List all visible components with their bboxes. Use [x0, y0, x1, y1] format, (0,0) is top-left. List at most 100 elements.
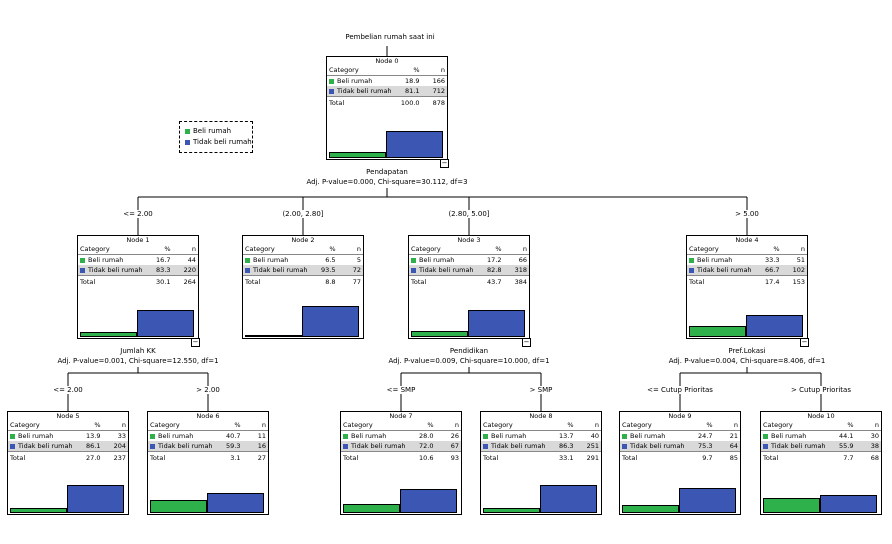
node-table: Category % n Beli rumah 28.0 26 Tidak be… [341, 421, 461, 463]
total-label: Total [409, 275, 474, 287]
node-table-header: Category % n [148, 421, 268, 431]
node-bar-chart [150, 480, 266, 513]
collapse-node-button[interactable]: − [191, 338, 200, 347]
row-pct: 83.3 [142, 265, 173, 276]
col-category: Category [78, 245, 143, 255]
bar-tidak [746, 315, 803, 337]
total-label: Total [687, 275, 752, 287]
node-name: Node 6 [196, 412, 220, 420]
row-label-cell: Tidak beli rumah [761, 441, 826, 452]
node-row-beli: Beli rumah 44.1 30 [761, 431, 881, 442]
tree-node-6[interactable]: Node 6 Category % n Beli rumah 40.7 11 T… [147, 411, 269, 515]
row-pct: 66.7 [751, 265, 782, 276]
node-row-tidak: Tidak beli rumah 93.5 72 [243, 265, 363, 276]
col-pct: % [751, 245, 782, 255]
row-pct: 86.1 [72, 441, 103, 452]
total-n: 878 [421, 96, 447, 108]
split-stats: Adj. P-value=0.000, Chi-square=30.112, d… [306, 178, 468, 186]
bar-beli [245, 334, 302, 337]
node-row-beli: Beli rumah 17.2 66 [409, 255, 529, 266]
tree-node-8[interactable]: Node 8 Category % n Beli rumah 13.7 40 T… [480, 411, 602, 515]
row-label: Beli rumah [697, 256, 733, 264]
legend-swatch-icon [185, 128, 190, 134]
row-label: Beli rumah [337, 77, 373, 85]
split-variable: Pendidikan [449, 347, 489, 355]
node-row-tidak: Tidak beli rumah 66.7 102 [687, 265, 807, 276]
tree-node-10[interactable]: Node 10 Category % n Beli rumah 44.1 30 … [760, 411, 882, 515]
node-row-tidak: Tidak beli rumah 75.3 64 [620, 441, 740, 452]
edge-condition: > Cutup Prioritas [771, 386, 871, 394]
node-row-total: Total 17.4 153 [687, 275, 807, 287]
node-row-total: Total 43.7 384 [409, 275, 529, 287]
square-icon [763, 443, 768, 449]
total-label: Total [8, 451, 73, 463]
square-icon [411, 267, 416, 273]
tree-node-2[interactable]: Node 2 Category % n Beli rumah 6.5 5 Tid… [242, 235, 364, 339]
row-pct: 13.7 [559, 432, 574, 440]
total-pct: 30.1 [142, 275, 173, 287]
node-name: Node 2 [291, 236, 315, 244]
row-n: 38 [855, 441, 881, 452]
square-icon [80, 257, 85, 263]
tree-node-0[interactable]: Node 0 Category % n Beli rumah 18.9 166 … [326, 56, 448, 160]
col-category: Category [327, 66, 392, 76]
split-variable: Pendapatan [366, 168, 408, 176]
collapse-node-button[interactable]: − [800, 338, 809, 347]
row-label-cell: Tidak beli rumah [8, 441, 73, 452]
legend-swatch-icon [185, 139, 190, 145]
row-label-cell: Tidak beli rumah [341, 441, 406, 452]
bar-beli [763, 498, 820, 513]
square-icon [329, 88, 334, 94]
node-table: Category % n Beli rumah 40.7 11 Tidak be… [148, 421, 268, 463]
square-icon [483, 443, 488, 449]
row-label-cell: Tidak beli rumah [327, 86, 392, 97]
row-pct: 86.3 [545, 441, 576, 452]
node-name: Node 7 [389, 412, 413, 420]
bar-beli [622, 504, 679, 513]
node-row-beli: Beli rumah 28.0 26 [341, 431, 461, 442]
node-table: Category % n Beli rumah 33.3 51 Tidak be… [687, 245, 807, 287]
row-label-cell: Beli rumah [409, 255, 474, 266]
node-bar-chart [245, 304, 361, 337]
col-n: n [503, 245, 529, 255]
node-table-header: Category % n [243, 245, 363, 255]
node-table-header: Category % n [761, 421, 881, 431]
row-n: 220 [172, 265, 198, 276]
row-n: 251 [575, 441, 601, 452]
node-row-beli: Beli rumah 24.7 21 [620, 431, 740, 442]
node-row-beli: Beli rumah 33.3 51 [687, 255, 807, 266]
bar-beli [689, 326, 746, 337]
square-icon [10, 433, 15, 439]
col-n: n [337, 245, 363, 255]
row-n: 11 [257, 432, 266, 440]
collapse-node-button[interactable]: − [522, 338, 531, 347]
collapse-node-button[interactable]: − [440, 159, 449, 168]
total-n: 68 [855, 451, 881, 463]
tree-node-5[interactable]: Node 5 Category % n Beli rumah 13.9 33 T… [7, 411, 129, 515]
node-bar-chart [689, 304, 805, 337]
node-table-header: Category % n [687, 245, 807, 255]
row-label: Tidak beli rumah [697, 266, 752, 274]
row-pct: 18.9 [405, 77, 420, 85]
tree-node-7[interactable]: Node 7 Category % n Beli rumah 28.0 26 T… [340, 411, 462, 515]
col-pct: % [684, 421, 715, 431]
bar-beli [150, 499, 207, 513]
square-icon [689, 257, 694, 263]
tree-node-9[interactable]: Node 9 Category % n Beli rumah 24.7 21 T… [619, 411, 741, 515]
tree-node-1[interactable]: Node 1 Category % n Beli rumah 16.7 44 T… [77, 235, 199, 339]
row-n: 5 [356, 256, 361, 264]
tree-node-3[interactable]: Node 3 Category % n Beli rumah 17.2 66 T… [408, 235, 530, 339]
row-n: 40 [590, 432, 599, 440]
total-pct: 33.1 [545, 451, 576, 463]
tree-node-4[interactable]: Node 4 Category % n Beli rumah 33.3 51 T… [686, 235, 808, 339]
node-row-total: Total 7.7 68 [761, 451, 881, 463]
row-label: Tidak beli rumah [18, 442, 73, 450]
square-icon [343, 433, 348, 439]
row-label-cell: Beli rumah [78, 255, 143, 266]
row-pct: 75.3 [684, 441, 715, 452]
row-n: 30 [870, 432, 879, 440]
node-name: Node 3 [457, 236, 481, 244]
col-category: Category [341, 421, 406, 431]
row-label: Tidak beli rumah [771, 442, 826, 450]
